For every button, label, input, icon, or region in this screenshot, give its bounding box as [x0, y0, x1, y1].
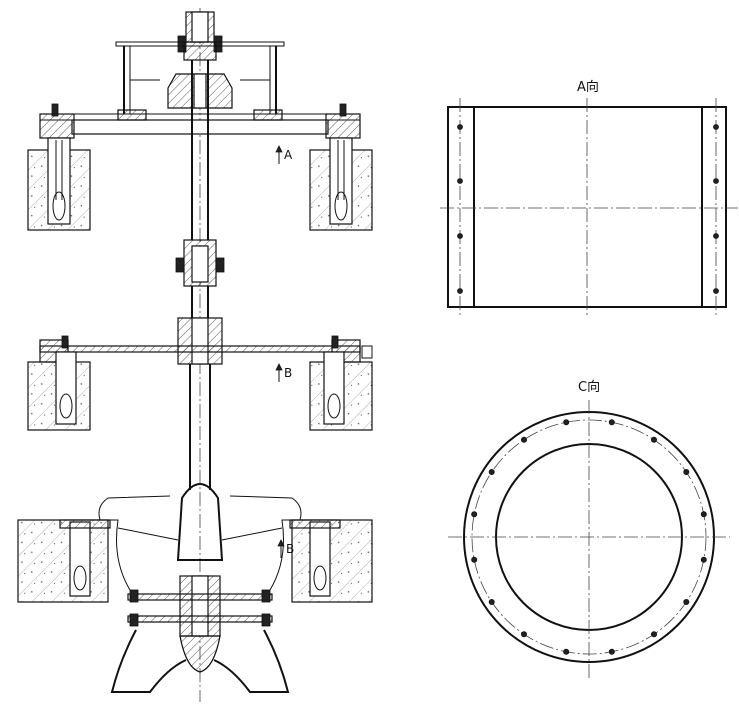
arrow-b-label-upper: B: [284, 366, 293, 380]
upper-foundation-right: [309, 137, 373, 231]
bolt-hole: [488, 599, 495, 606]
arrow-marker-b2: [277, 539, 285, 558]
upper-foundation-left: [27, 137, 91, 231]
pump-casing: [98, 483, 302, 693]
upper-crossbeam: [39, 103, 361, 139]
bolt-hole: [608, 419, 615, 426]
view-a-bolt-holes: [457, 124, 719, 294]
middle-foundation-right: [309, 351, 373, 431]
bolt-hole: [563, 419, 570, 426]
view-c-title: C向: [578, 380, 601, 395]
bolt-hole: [471, 556, 478, 563]
motor-stand-frame: [115, 41, 285, 114]
bolt-hole: [651, 631, 658, 638]
lower-foundation-left: [17, 519, 111, 603]
arrow-marker-b1: [275, 363, 283, 382]
view-a: [440, 98, 738, 316]
view-c-bolt-holes: [471, 419, 707, 655]
bolt-hole: [700, 511, 707, 518]
middle-foundation-left: [27, 351, 91, 431]
bolt-hole: [608, 648, 615, 655]
bolt-hole: [521, 631, 528, 638]
bolt-hole: [651, 436, 658, 443]
bolt-hole: [521, 436, 528, 443]
view-c: [448, 400, 730, 678]
bolt-hole: [700, 556, 707, 563]
bolt-hole: [683, 599, 690, 606]
main-elevation-view: [17, 8, 373, 702]
bolt-hole: [471, 511, 478, 518]
arrow-b-label-lower: B: [286, 542, 295, 556]
arrow-a-label: A: [284, 148, 293, 162]
top-coupling: [177, 11, 223, 61]
bolt-hole: [488, 468, 495, 475]
bolt-hole: [563, 648, 570, 655]
view-a-title: A向: [577, 80, 599, 95]
lower-foundation-right: [289, 519, 373, 603]
bolt-hole: [683, 468, 690, 475]
arrow-marker-a: [275, 145, 283, 164]
